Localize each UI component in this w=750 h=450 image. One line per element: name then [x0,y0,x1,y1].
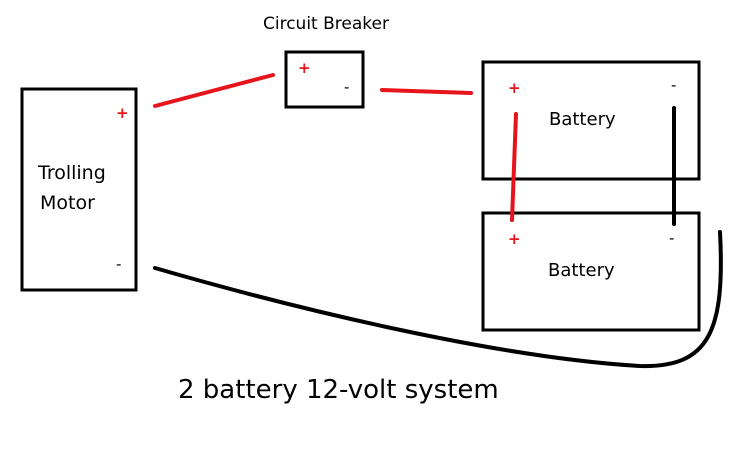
battery-series-positive-wire [510,112,518,222]
battery-1-positive-terminal: + [508,79,521,97]
trolling-motor-box [20,87,138,292]
breaker-to-battery-wire [380,88,473,95]
trolling-motor-negative-terminal: - [116,255,122,273]
battery-1-negative-terminal: - [671,76,677,94]
motor-to-breaker-wire [153,73,275,108]
battery-1-label: Battery [549,109,616,130]
trolling-motor-label-line2: Motor [40,192,95,214]
circuit-breaker-positive-terminal: + [298,59,311,77]
circuit-breaker-negative-terminal: - [344,78,350,96]
trolling-motor-label-line1: Trolling [38,162,106,184]
battery-2-box [481,211,701,332]
circuit-breaker-title: Circuit Breaker [263,14,389,34]
motor-negative-return-wire [153,230,723,369]
trolling-motor-positive-terminal: + [116,104,129,122]
circuit-breaker-box [284,50,365,109]
diagram-caption: 2 battery 12-volt system [178,375,499,405]
battery-2-label: Battery [548,260,615,281]
battery-1-box [481,60,701,181]
battery-2-negative-terminal: - [669,229,675,247]
battery-2-positive-terminal: + [508,230,521,248]
